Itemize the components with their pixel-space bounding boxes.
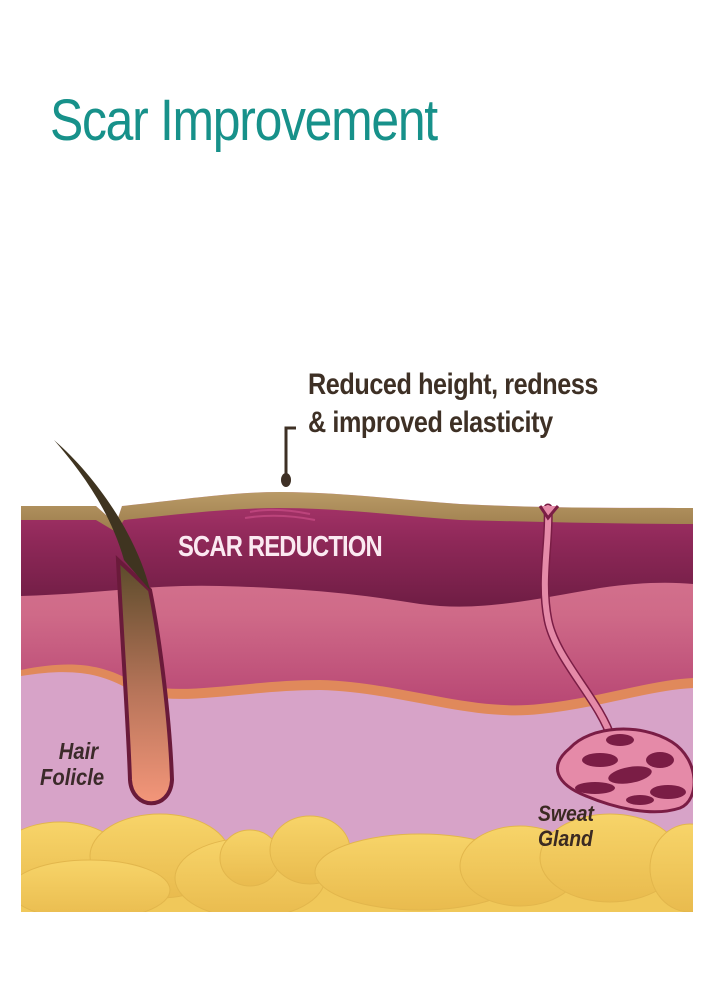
callout-line-1: Reduced height, redness (308, 368, 599, 401)
fat-layer (21, 813, 693, 912)
sweat-gland-label: Sweat Gland (538, 801, 594, 851)
scar-reduction-label: SCAR REDUCTION (178, 531, 383, 563)
hair-follicle-label: Hair Folicle (40, 738, 105, 790)
hair-label-line-1: Hair (58, 738, 99, 764)
callout-line-2: & improved elasticity (308, 406, 553, 439)
epidermis-layer (21, 492, 693, 532)
hair-follicle-bulb (115, 555, 175, 806)
sweat-label-line-2: Gland (538, 826, 593, 851)
sweat-gland-coil (556, 727, 693, 814)
scar-tissue-marks (244, 508, 316, 521)
sweat-label-line-1: Sweat (538, 801, 594, 826)
hair-shaft (54, 440, 150, 590)
page-title: Scar Improvement (50, 88, 438, 153)
hair-label-line-2: Folicle (40, 764, 105, 790)
callout-text: Reduced height, redness & improved elast… (308, 366, 598, 442)
callout-leader-line (281, 426, 296, 487)
